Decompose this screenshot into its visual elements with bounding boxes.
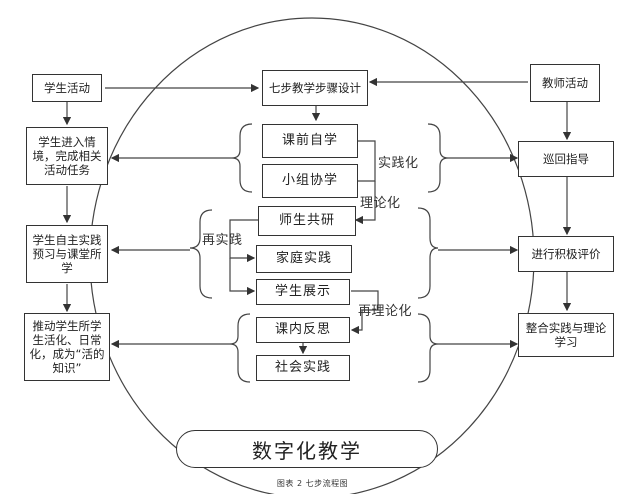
brace-group-2-left: [189, 209, 213, 299]
step-box-student-show: 学生展示: [256, 279, 350, 305]
top-design-box: 七步教学步骤设计: [262, 70, 368, 106]
tag-practice: 实践化: [378, 156, 419, 171]
tag-theory: 理论化: [360, 196, 401, 211]
figure-caption: 图表 2 七步流程图: [276, 479, 349, 488]
tag-retheory: 再理论化: [358, 304, 413, 319]
step-box-group-learning: 小组协学: [262, 164, 358, 198]
loop-repractice: [229, 219, 258, 263]
brace-group-1-left: [231, 123, 253, 193]
right-box-positive-evaluation: 进行积极评价: [518, 236, 614, 272]
loop-repractice-2: [229, 258, 256, 296]
digital-teaching-banner: 数字化教学: [176, 430, 438, 468]
left-box-student-activity: 学生活动: [32, 74, 102, 102]
right-box-integrate-theory: 整合实践与理论学习: [518, 313, 614, 357]
right-box-teacher-activity: 教师活动: [530, 64, 600, 102]
step-box-preview: 课前自学: [262, 124, 358, 158]
step-box-home-practice: 家庭实践: [256, 245, 352, 273]
loop-theory: [354, 181, 376, 225]
left-box-living-knowledge: 推动学生所学生活化、日常化，成为“活的知识”: [24, 313, 110, 381]
loop-retheory: [350, 290, 379, 335]
loop-practice: [358, 140, 376, 182]
brace-group-1-right: [427, 123, 449, 193]
brace-group-3-left: [229, 313, 251, 383]
right-box-patrol-guidance: 巡回指导: [518, 141, 614, 177]
left-box-enter-situation: 学生进入情境，完成相关活动任务: [26, 127, 108, 185]
brace-group-2-right: [417, 207, 439, 299]
step-box-joint-research: 师生共研: [258, 206, 356, 236]
step-box-reflection: 课内反思: [256, 317, 350, 343]
brace-group-3-right: [417, 313, 439, 383]
tag-repractice: 再实践: [202, 233, 243, 248]
left-box-self-practice: 学生自主实践预习与课堂所学: [26, 225, 108, 283]
step-box-social-practice: 社会实践: [256, 355, 350, 381]
